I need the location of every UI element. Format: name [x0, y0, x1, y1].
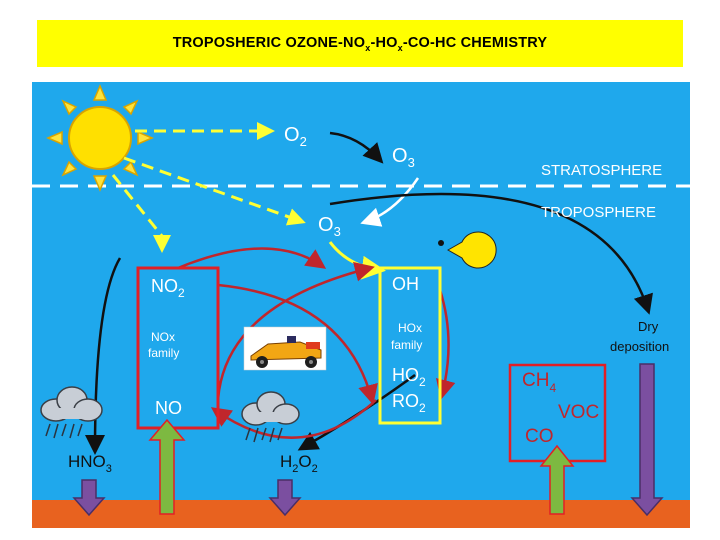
- o3-no2-red-arrow: [177, 247, 327, 270]
- race-car-icon: [243, 326, 327, 371]
- dry-deposition-column: [630, 363, 664, 517]
- oh-label: OH: [392, 274, 419, 294]
- o2-label: O2: [284, 124, 307, 149]
- nox-family-label-line1: NOx: [151, 330, 175, 344]
- ho2-label: HO2: [392, 365, 426, 389]
- storm-cloud-icon: [241, 391, 300, 443]
- o2-to-o3-arrow: [329, 131, 384, 164]
- title-segment: -HO: [370, 34, 398, 51]
- dry-deposition-label-line2: deposition: [610, 339, 669, 354]
- nox-family-label-line2: family: [148, 346, 179, 360]
- dry-deposition-label-line1: Dry: [638, 319, 659, 334]
- ground-surface: [32, 500, 690, 528]
- stratosphere-label: STRATOSPHERE: [541, 162, 662, 179]
- title-banner: TROPOSHERIC OZONE-NOx-HOx-CO-HC CHEMISTR…: [37, 20, 683, 67]
- title-subscript: x: [397, 42, 403, 53]
- troposphere-label: TROPOSPHERE: [541, 204, 656, 221]
- o3-stratosphere-label: O3: [392, 145, 415, 170]
- sun-icon: [46, 84, 154, 192]
- hox-family-label-line1: HOx: [398, 321, 422, 335]
- title-segment: TROPOSHERIC OZONE-NO: [172, 34, 366, 51]
- o3-troposphere-label: O3: [318, 214, 341, 239]
- h2o2-label: H2O2: [280, 452, 318, 475]
- co-label: CO: [525, 426, 554, 447]
- hox-family-box: [378, 266, 442, 425]
- title-subscript: x: [365, 42, 371, 53]
- hydrocarbon-emission-arrow: [539, 444, 575, 515]
- oh-to-co-red-arrow: [436, 289, 456, 400]
- hno3-label: HNO3: [68, 452, 112, 475]
- o3-transport-arrow: [360, 177, 420, 227]
- sunlight-arrow-o3: [123, 156, 306, 226]
- ch4-label: CH4: [522, 370, 556, 395]
- no-to-oh-red-arrow: [216, 262, 375, 401]
- ho2-to-no-red-arrow: [210, 399, 377, 439]
- no2-label: NO2: [151, 276, 185, 300]
- sunlight-arrow-no2: [111, 174, 171, 253]
- diagram-title: TROPOSHERIC OZONE-NOx-HOx-CO-HC CHEMISTR…: [173, 35, 548, 53]
- ro2-label: RO2: [392, 391, 426, 415]
- sky-background: [32, 82, 690, 500]
- nox-emission-arrow: [148, 418, 186, 515]
- h2o2-deposition-arrow: [268, 479, 302, 517]
- no2-to-ho2-red-arrow: [217, 283, 378, 405]
- hno3-deposition-arrow: [72, 479, 106, 517]
- voc-label: VOC: [558, 402, 599, 423]
- title-segment: -CO-HC CHEMISTRY: [402, 34, 548, 51]
- dry-deposition-arrow: [329, 192, 653, 315]
- storm-cloud-icon: [40, 386, 103, 439]
- nox-family-box: [136, 266, 220, 430]
- pacman-icon: [438, 231, 497, 269]
- no-label: NO: [155, 398, 182, 418]
- hox-family-label-line2: family: [391, 338, 422, 352]
